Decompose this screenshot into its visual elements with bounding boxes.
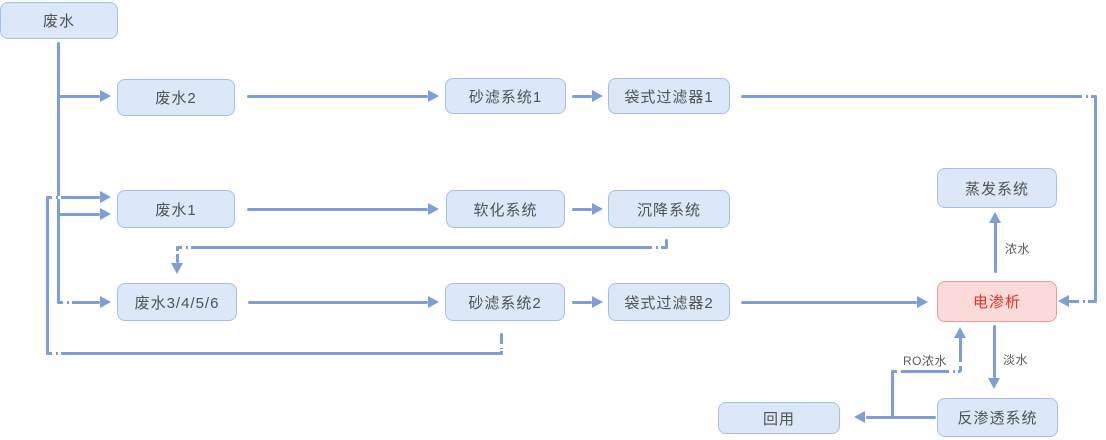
arrowhead-reverse-osmosis — [988, 378, 1000, 389]
connector-recycle-to-wastewater1 — [46, 196, 100, 199]
line-gap — [182, 246, 186, 249]
node-bag-filter-2-label: 袋式过滤器2 — [624, 294, 714, 312]
connector-freshwater-down — [993, 325, 996, 378]
arrowhead-electrodialysis-right — [1058, 295, 1069, 307]
arrowhead-to-wastewater1 — [100, 208, 111, 220]
edge-label-concentrate: 浓水 — [1005, 242, 1031, 256]
arrowhead-recycle-to-wastewater1 — [100, 191, 111, 203]
arrowhead-to-sandfilter1 — [428, 90, 439, 102]
connector-sedimentation-stub — [665, 239, 668, 247]
line-gap — [176, 251, 179, 254]
node-wastewater-1[interactable]: 废水1 — [117, 190, 235, 228]
arrowhead-to-bagfilter2 — [592, 296, 603, 308]
node-wastewater-3456[interactable]: 废水3/4/5/6 — [117, 283, 237, 321]
line-gap — [500, 344, 503, 348]
arrowhead-to-sedimentation — [592, 203, 603, 215]
node-bag-filter-1-label: 袋式过滤器1 — [624, 88, 714, 106]
line-gap — [58, 352, 61, 355]
connector-ro-concentrate-riser — [891, 371, 894, 418]
node-wastewater-1-label: 废水1 — [155, 201, 197, 219]
node-softening-label: 软化系统 — [473, 201, 538, 219]
node-sand-filter-1-label: 砂滤系统1 — [468, 88, 543, 106]
node-sedimentation-label: 沉降系统 — [636, 201, 701, 219]
connector-bagfilter1-right — [741, 95, 1096, 98]
node-sedimentation[interactable]: 沉降系统 — [608, 190, 730, 228]
node-wastewater-label: 废水 — [42, 13, 75, 30]
edge-label-ro-concentrate: RO浓水 — [903, 354, 948, 368]
line-gap — [52, 196, 56, 199]
line-gap — [500, 349, 503, 351]
node-evaporation[interactable]: 蒸发系统 — [937, 168, 1057, 208]
connector-trunk-to-wastewater2 — [59, 95, 100, 98]
connector-sedimentation-return — [176, 246, 668, 249]
connector-recycle-bottom — [46, 352, 503, 355]
connector-into-wastewater3456-top — [176, 246, 179, 263]
node-electrodialysis-label: 电渗析 — [972, 294, 1021, 311]
arrowhead-wastewater3456-top — [171, 263, 183, 274]
node-wastewater-3456-label: 废水3/4/5/6 — [134, 294, 220, 312]
node-reverse-osmosis-label: 反渗透系统 — [957, 410, 1038, 427]
node-electrodialysis[interactable]: 电渗析 — [937, 281, 1057, 322]
connector-sandfilter2-to-bagfilter2 — [572, 301, 592, 304]
node-softening[interactable]: 软化系统 — [446, 190, 565, 228]
line-gap — [897, 370, 901, 373]
line-gap — [949, 370, 953, 373]
node-reuse[interactable]: 回用 — [718, 402, 840, 434]
connector-trunk-to-wastewater3456 — [57, 301, 100, 304]
arrowhead-to-bagfilter1 — [592, 90, 603, 102]
arrowhead-evaporation — [989, 212, 1001, 223]
connector-ro-concentrate-up — [959, 337, 962, 372]
connector-ro-concentrate-horizontal — [891, 370, 961, 373]
connector-right-edge-vertical — [1094, 95, 1097, 302]
connector-recycle-left — [46, 196, 49, 355]
line-gap — [1079, 300, 1083, 303]
node-wastewater-2-label: 废水2 — [155, 90, 197, 107]
arrowhead-to-wastewater3456 — [100, 296, 111, 308]
node-sand-filter-1[interactable]: 砂滤系统1 — [445, 78, 566, 114]
connector-softening-to-sedimentation — [572, 208, 592, 211]
line-gap — [58, 196, 61, 199]
connector-wastewater3456-to-sandfilter2 — [248, 301, 428, 304]
line-gap — [658, 246, 661, 249]
arrowhead-to-wastewater2 — [100, 90, 111, 102]
node-bag-filter-2[interactable]: 袋式过滤器2 — [608, 283, 730, 321]
arrowhead-electrodialysis-left — [917, 296, 928, 308]
node-wastewater-2[interactable]: 废水2 — [117, 79, 235, 116]
line-gap — [69, 301, 72, 304]
node-bag-filter-1[interactable]: 袋式过滤器1 — [608, 78, 730, 114]
line-gap — [955, 370, 958, 373]
connector-trunk-to-wastewater1 — [59, 213, 100, 216]
line-gap — [52, 352, 56, 355]
connector-concentrate-up — [994, 222, 997, 273]
line-gap — [959, 362, 962, 366]
connector-wastewater1-to-softening — [247, 208, 428, 211]
line-gap — [1088, 95, 1091, 98]
line-gap — [188, 246, 191, 249]
line-gap — [1082, 95, 1086, 98]
node-sand-filter-2-label: 砂滤系统2 — [468, 294, 542, 312]
arrowhead-reuse — [854, 411, 865, 423]
node-evaporation-label: 蒸发系统 — [964, 180, 1029, 198]
edge-label-fresh-water: 淡水 — [1003, 353, 1029, 367]
line-gap — [1085, 300, 1088, 303]
connector-ro-to-reuse — [866, 416, 936, 419]
arrowhead-to-sandfilter2 — [428, 296, 439, 308]
arrowhead-electrodialysis-bottom — [954, 327, 966, 338]
line-gap — [63, 301, 67, 304]
node-reverse-osmosis[interactable]: 反渗透系统 — [937, 398, 1058, 437]
connector-recycle-stub — [500, 333, 503, 353]
arrowhead-to-softening — [428, 203, 439, 215]
line-gap — [652, 246, 656, 249]
connector-wastewater2-to-sandfilter1 — [247, 95, 428, 98]
node-wastewater[interactable]: 废水 — [0, 2, 118, 39]
connector-sandfilter1-to-bagfilter1 — [572, 95, 592, 98]
connector-trunk-vertical — [57, 42, 60, 303]
node-sand-filter-2[interactable]: 砂滤系统2 — [445, 283, 565, 321]
connector-bagfilter2-to-electrodialysis — [741, 301, 917, 304]
node-reuse-label: 回用 — [762, 410, 795, 428]
